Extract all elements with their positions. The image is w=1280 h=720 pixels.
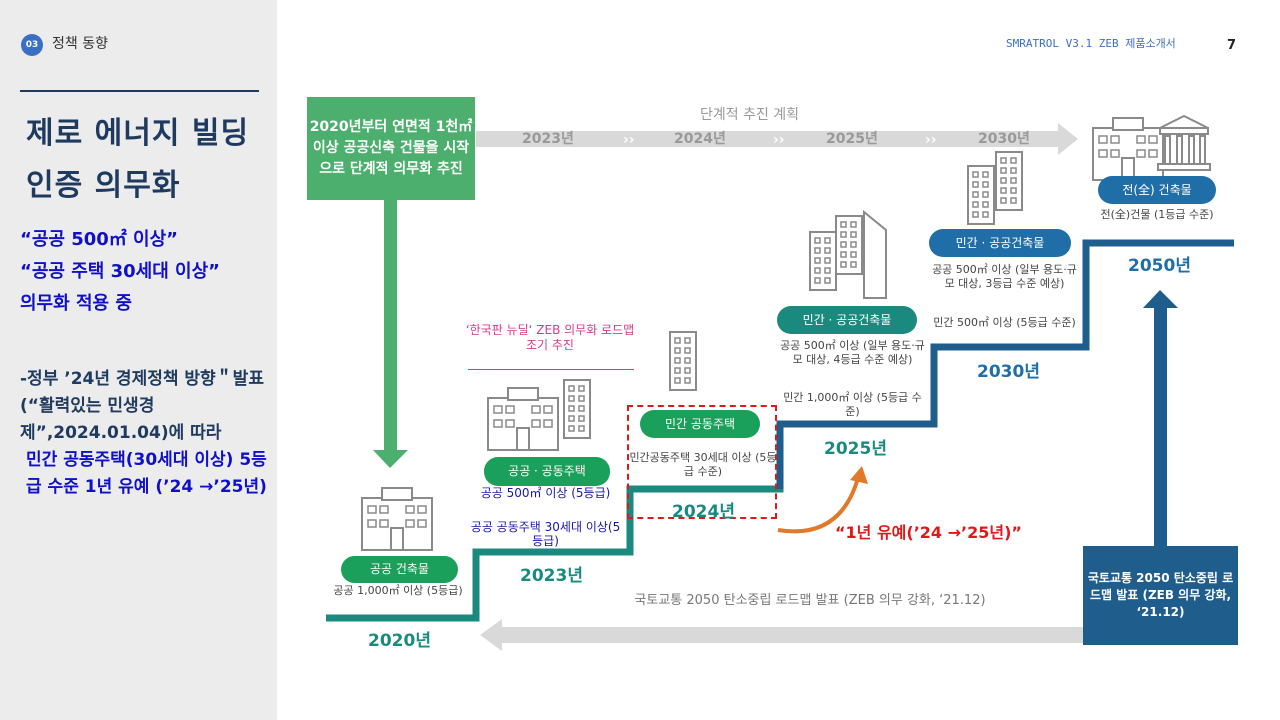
timeline-year: 2030년 <box>978 131 1030 147</box>
policy-note: -정부 ’24년 경제정책 방향＂발표(“활력있는 민생경제”,2024.01.… <box>20 366 270 501</box>
step-desc-2030-private: 민간 500㎡ 이상 (5등급 수준) <box>933 316 1076 329</box>
down-arrow-head <box>373 450 408 468</box>
chevron-icon: ›› <box>623 132 635 148</box>
down-arrow-shaft <box>384 200 397 452</box>
step-year-2050: 2050년 <box>1128 256 1191 276</box>
office-building-icon <box>809 231 837 291</box>
step-label-2024: 민간 공동주택 <box>640 410 760 438</box>
chevron-icon: ›› <box>773 132 785 148</box>
section-number-badge: 03 <box>21 34 43 56</box>
title-divider <box>20 90 259 92</box>
timeline-year: 2025년 <box>826 131 878 147</box>
step-label-2023: 공공 · 공동주택 <box>484 457 610 486</box>
roadmap-back-arrowhead <box>480 619 502 651</box>
government-building-icon <box>1157 114 1211 171</box>
public-building-icon <box>487 387 559 451</box>
highlight-line: “공공 500㎡ 이상” <box>20 229 179 250</box>
grace-label: “1년 유예(’24 →’25년)” <box>835 523 1022 542</box>
step-label-2050: 전(全) 건축물 <box>1098 176 1216 204</box>
staircase-line-upper <box>776 239 1234 489</box>
policy-line-highlight: 민간 공동주택(30세대 이상) 5등급 수준 1년 유예 (’24 →’25년… <box>26 450 267 497</box>
step-desc-2023-housing: 공공 공동주택 30세대 이상(5등급) <box>470 520 621 548</box>
timeline-year: 2024년 <box>674 131 726 147</box>
highlight-line: 의무화 적용 중 <box>20 293 132 314</box>
left-panel: 03 정책 동향 제로 에너지 빌딩 인증 의무화 “공공 500㎡ 이상” “… <box>0 0 277 720</box>
public-building-icon <box>361 487 433 551</box>
newdeal-underline <box>468 369 634 370</box>
roadmap-box: 국토교통 2050 탄소중립 로드맵 발표 (ZEB 의무 강화, ‘21.12… <box>1083 546 1238 645</box>
step-year-2023: 2023년 <box>520 566 583 586</box>
chevron-icon: ›› <box>925 132 937 148</box>
roadmap-note: 국토교통 2050 탄소중립 로드맵 발표 (ZEB 의무 강화, ‘21.12… <box>634 593 986 608</box>
document-title: SMRATROL V3.1 ZEB 제품소개서 <box>1006 37 1176 50</box>
highlight-line: “공공 주택 30세대 이상” <box>20 261 220 282</box>
curved-arrow <box>777 477 860 534</box>
up-arrow-shaft <box>1154 306 1167 546</box>
step-desc-2023: 공공 500㎡ 이상 (5등급) <box>480 486 611 500</box>
timeline-bar <box>476 131 1061 147</box>
page-title: 제로 에너지 빌딩 인증 의무화 <box>26 116 250 203</box>
step-label-2020: 공공 건축물 <box>341 556 458 583</box>
step-desc-2024: 민간공동주택 30세대 이상 (5등급 수준) <box>629 451 777 478</box>
tower-icon <box>863 209 887 299</box>
step-desc-2025-private: 민간 1,000㎡ 이상 (5등급 수준) <box>783 391 922 418</box>
timeline-arrowhead <box>1058 123 1078 155</box>
step-desc-2030-public: 공공 500㎡ 이상 (일부 용도·규모 대상, 3등급 수준 예상) <box>932 263 1077 290</box>
office-building-icon <box>967 165 995 225</box>
up-arrow-head <box>1143 290 1178 308</box>
public-building-icon <box>1092 117 1164 181</box>
newdeal-note: ‘한국판 뉴딜‘ ZEB 의무화 로드맵 조기 추진 <box>465 323 635 352</box>
step-desc-2025-public: 공공 500㎡ 이상 (일부 용도·규모 대상, 4등급 수준 예상) <box>780 339 925 366</box>
step-year-2030: 2030년 <box>977 362 1040 382</box>
highlight-text: “공공 500㎡ 이상” “공공 주택 30세대 이상” 의무화 적용 중 <box>20 224 276 320</box>
apartment-icon <box>669 331 697 391</box>
intro-box: 2020년부터 연면적 1천㎡ 이상 공공신축 건물을 시작으로 단계적 의무화… <box>307 97 475 200</box>
step-label-2025: 민간 · 공공건축물 <box>777 306 917 334</box>
stage-title: 단계적 추진 계획 <box>700 107 800 123</box>
roadmap-back-bar <box>500 627 1083 643</box>
office-building-icon <box>995 151 1023 211</box>
office-building-icon <box>835 215 863 275</box>
step-year-2025: 2025년 <box>824 439 887 459</box>
step-label-2030: 민간 · 공공건축물 <box>929 229 1071 257</box>
section-title: 정책 동향 <box>52 36 108 52</box>
policy-line: -정부 ’24년 경제정책 방향＂발표(“활력있는 민생경제”,2024.01.… <box>20 369 264 443</box>
step-year-2024: 2024년 <box>672 502 735 522</box>
step-desc-2020: 공공 1,000㎡ 이상 (5등급) <box>333 584 463 597</box>
curved-arrow-head <box>850 466 868 484</box>
timeline-year: 2023년 <box>522 131 574 147</box>
step-desc-2050: 전(全)건물 (1등급 수준) <box>1100 208 1214 221</box>
page-number: 7 <box>1227 38 1237 53</box>
apartment-icon <box>563 379 591 439</box>
step-year-2020: 2020년 <box>368 631 431 651</box>
grace-period-box <box>627 405 777 519</box>
